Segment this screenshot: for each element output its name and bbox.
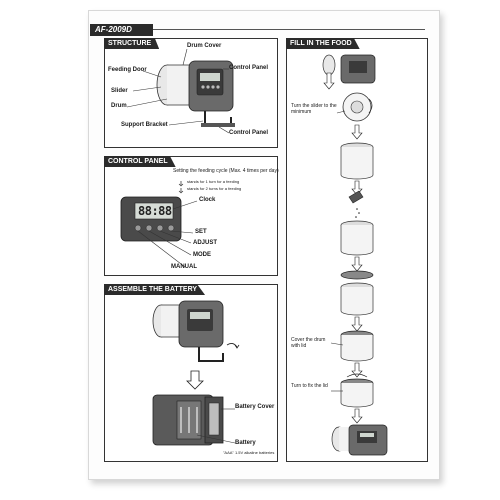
label-adjust: ADJUST — [193, 240, 218, 246]
feeding-cycle-note: Setting the feeding cycle (Max. 4 times … — [173, 168, 279, 174]
label-control-panel-top: Control Panel — [229, 65, 269, 71]
structure-section: STRUCTURE Drum Cover Feeding Door Contro… — [104, 38, 278, 148]
fill-title: FILL IN THE FOOD — [286, 38, 360, 49]
label-battery-cover: Battery Cover — [235, 404, 275, 410]
clock-display: 88:88 — [138, 204, 172, 218]
label-set: SET — [195, 229, 207, 235]
label-clock: Clock — [199, 197, 216, 203]
legend-one-turn: stands for 1 turn for a feeding — [187, 179, 240, 184]
label-mode: MODE — [193, 252, 211, 258]
step-turn-fix: Turn to fix the lid — [291, 383, 328, 389]
battery-section: ASSEMBLE THE BATTERY Battery Cover Batte… — [104, 284, 278, 462]
feeder-drawing — [126, 48, 235, 134]
header-rule — [100, 29, 425, 30]
label-support-bracket: Support Bracket — [121, 122, 168, 128]
label-drum: Drum — [111, 103, 127, 109]
battery-note: "AAA" 1.5V alkaline batteries — [223, 450, 275, 455]
battery-drawing — [152, 300, 240, 446]
label-feeding-door: Feeding Door — [108, 67, 147, 73]
label-manual: MANUAL — [171, 264, 197, 270]
label-battery: Battery — [235, 440, 256, 446]
structure-title: STRUCTURE — [104, 38, 160, 49]
label-slider: Slider — [111, 88, 128, 94]
control-panel-section: CONTROL PANEL Setting the feeding cycle … — [104, 156, 279, 276]
fill-section: FILL IN THE FOOD — [286, 38, 428, 462]
fill-steps-drawing — [322, 54, 388, 456]
step-turn-slider: Turn the slider to the minimum — [291, 103, 337, 115]
control-panel-title: CONTROL PANEL — [104, 156, 176, 167]
step-cover-drum: Cover the drum with lid — [291, 337, 326, 349]
label-control-panel-bottom: Control Panel — [229, 130, 269, 136]
battery-title: ASSEMBLE THE BATTERY — [104, 284, 206, 295]
model-number: AF-2009D — [90, 24, 153, 36]
control-panel-drawing — [120, 181, 198, 268]
label-drum-cover: Drum Cover — [187, 43, 222, 49]
legend-two-turns: stands for 2 turns for a feeding — [187, 186, 242, 191]
